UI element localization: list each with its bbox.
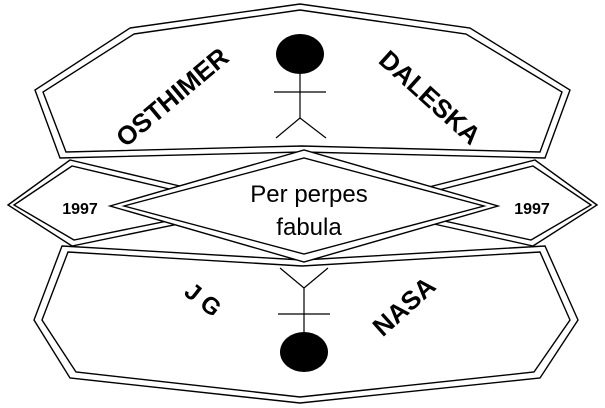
motto-line-2: fabula — [276, 214, 342, 241]
top-panel — [34, 3, 571, 159]
year-right: 1997 — [514, 201, 550, 218]
inverted-stick-figure-icon — [278, 267, 330, 372]
motto-line-1: Per perpes — [250, 181, 367, 208]
year-left: 1997 — [62, 201, 98, 218]
bottom-panel — [33, 245, 579, 404]
central-diamond — [107, 149, 501, 263]
stick-figure-icon — [274, 34, 327, 139]
